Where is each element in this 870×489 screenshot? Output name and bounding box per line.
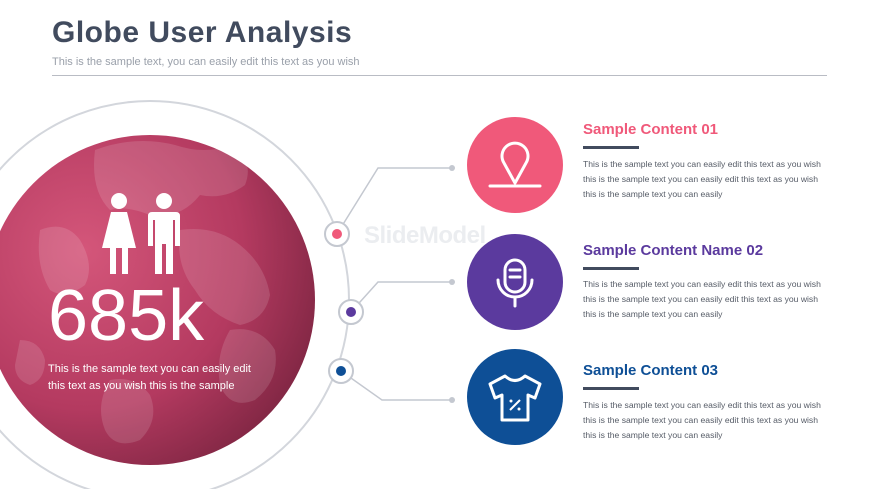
item-title-2: Sample Content Name 02 [583, 242, 764, 259]
connector-line-1 [336, 167, 452, 235]
world-map [15, 141, 276, 444]
title-divider [52, 75, 827, 76]
tshirt-icon [488, 374, 542, 422]
item-circle-3 [467, 349, 563, 445]
item-underline-3 [583, 387, 639, 390]
item-title-1: Sample Content 01 [583, 121, 719, 138]
orbit-node-2 [338, 299, 364, 325]
globe [0, 135, 315, 465]
globe-sphere [0, 135, 315, 465]
female-figure-icon [102, 193, 136, 274]
item-underline-2 [583, 267, 639, 270]
location-pin-icon [488, 141, 542, 188]
page-subtitle: This is the sample text, you can easily … [52, 56, 360, 68]
item-body-3: This is the sample text you can easily e… [583, 400, 821, 440]
microphone-icon [496, 258, 534, 308]
item-circle-1 [467, 117, 563, 213]
connector-line-3 [340, 370, 452, 401]
orbit-node-1 [324, 221, 350, 247]
item-underline-1 [583, 146, 639, 149]
male-figure-icon [148, 193, 180, 274]
watermark: SlideModel [364, 222, 486, 249]
globe-description: This is the sample text you can easily e… [48, 363, 251, 392]
orbit-node-3 [328, 358, 354, 384]
user-count: 685k [48, 276, 205, 356]
connector-line-2 [350, 281, 452, 313]
item-circle-2 [467, 234, 563, 330]
page-title: Globe User Analysis [52, 16, 353, 49]
item-body-1: This is the sample text you can easily e… [583, 159, 821, 199]
item-body-2: This is the sample text you can easily e… [583, 279, 821, 319]
item-title-3: Sample Content 03 [583, 362, 719, 379]
